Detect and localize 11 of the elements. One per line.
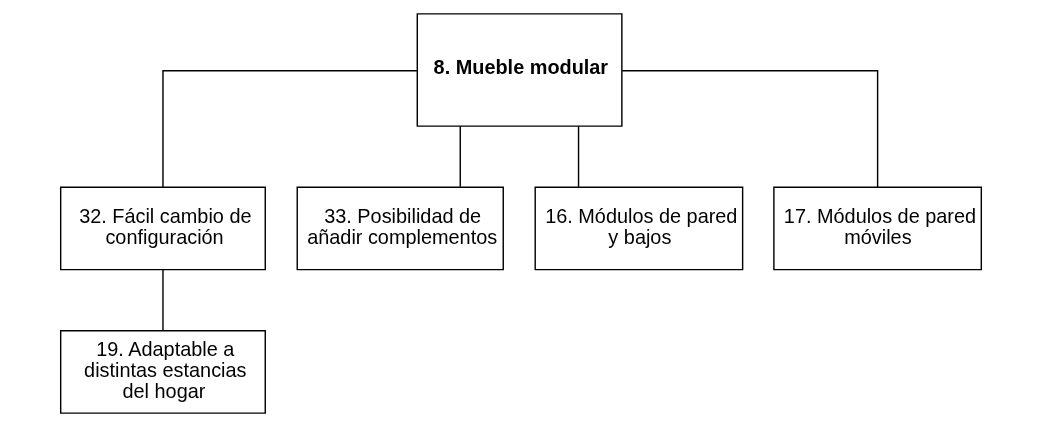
connector <box>459 125 461 188</box>
node-box: 16. Módulos de pared y bajos <box>534 186 743 271</box>
node-box: 19. Adaptable a distintas estancias del hogar <box>59 330 266 414</box>
connector <box>161 269 164 332</box>
node-box: 8. Mueble modular <box>416 13 623 127</box>
connector <box>620 70 878 188</box>
node-box: 32. Fácil cambio de configuración <box>59 186 266 271</box>
connector <box>577 125 579 188</box>
node-box: 17. Módulos de pared móviles <box>772 186 982 271</box>
node-box: 33. Posibilidad de añadir complementos <box>296 186 504 271</box>
connector <box>161 70 418 188</box>
